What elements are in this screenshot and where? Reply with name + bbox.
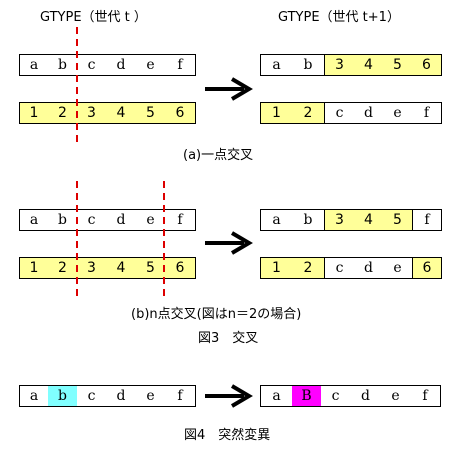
b-child2-row: 1 2 c d e 6 [260, 257, 442, 279]
gene-cell: 5 [383, 209, 412, 231]
gene-cell: B [292, 385, 321, 407]
header-generation-t-plus-1: GTYPE（世代 t+1） [278, 10, 400, 25]
b-parent1-row: a b c d e f [19, 209, 196, 231]
gene-cell: f [165, 54, 196, 76]
a-parent1-row: a b c d e f [19, 54, 196, 76]
caption-n-point-crossover: (b)n点交叉(図はn＝2の場合) [131, 307, 302, 322]
header-generation-t: GTYPE（世代 t ） [40, 10, 147, 25]
gene-cell: 6 [412, 54, 442, 76]
gene-cell: f [165, 385, 196, 407]
figure4-caption: 図4 突然変異 [184, 428, 271, 443]
gene-cell: b [48, 209, 77, 231]
mutation-before-row: a b c d e f [19, 385, 196, 407]
gene-cell: c [321, 385, 350, 407]
gene-cell: a [19, 385, 48, 407]
gene-cell: a [260, 54, 292, 76]
gene-cell: 5 [136, 102, 165, 124]
gene-cell: d [354, 257, 383, 279]
gene-cell: e [136, 54, 165, 76]
gene-cell: f [412, 102, 442, 124]
gene-cell: 3 [77, 102, 106, 124]
gene-cell: 1 [260, 257, 292, 279]
gene-cell: a [260, 385, 292, 407]
caption-one-point-crossover: (a)一点交叉 [183, 148, 254, 163]
gene-cell: 5 [383, 54, 412, 76]
a-child2-row: 1 2 c d e f [260, 102, 442, 124]
gene-cell: 1 [260, 102, 292, 124]
gene-cell: a [19, 54, 48, 76]
gene-cell: d [354, 102, 383, 124]
gene-cell: 3 [324, 54, 354, 76]
gene-cell: 1 [19, 257, 48, 279]
gene-cell: b [48, 54, 77, 76]
gene-cell: 3 [324, 209, 354, 231]
gene-cell: e [383, 257, 412, 279]
gene-cell: 5 [136, 257, 165, 279]
b-child1-row: a b 3 4 5 f [260, 209, 442, 231]
gene-cell: e [136, 209, 165, 231]
gene-cell: d [350, 385, 381, 407]
gene-cell: f [412, 209, 442, 231]
gene-cell: 2 [292, 257, 324, 279]
gene-cell: f [410, 385, 441, 407]
a-child1-row: a b 3 4 5 6 [260, 54, 442, 76]
gene-cell: 2 [48, 102, 77, 124]
gene-cell: e [383, 102, 412, 124]
crossover-cut-lines [76, 27, 165, 301]
gene-cell: d [106, 209, 136, 231]
gene-cell: 4 [354, 209, 383, 231]
gene-cell: 6 [165, 102, 196, 124]
arrow-a [205, 77, 253, 101]
figure3-caption: 図3 交叉 [198, 331, 259, 346]
gene-cell: b [292, 209, 324, 231]
gene-cell: b [292, 54, 324, 76]
gene-cell: 2 [292, 102, 324, 124]
gene-cell: d [106, 385, 136, 407]
a-parent2-row: 1 2 3 4 5 6 [19, 102, 196, 124]
gene-cell: c [77, 54, 106, 76]
gene-cell: c [324, 257, 354, 279]
gene-cell: 2 [48, 257, 77, 279]
gene-cell: c [77, 385, 106, 407]
gene-cell: e [136, 385, 165, 407]
arrow-mutation [205, 384, 253, 408]
arrow-b [205, 231, 253, 255]
gene-cell: 4 [106, 102, 136, 124]
gene-cell: b [48, 385, 77, 407]
gene-cell: 1 [19, 102, 48, 124]
gene-cell: 4 [354, 54, 383, 76]
gene-cell: d [106, 54, 136, 76]
b-parent2-row: 1 2 3 4 5 6 [19, 257, 196, 279]
gene-cell: a [19, 209, 48, 231]
gene-cell: c [77, 209, 106, 231]
gene-cell: 4 [106, 257, 136, 279]
gene-cell: 6 [165, 257, 196, 279]
gene-cell: c [324, 102, 354, 124]
gene-cell: e [381, 385, 410, 407]
gene-cell: 3 [77, 257, 106, 279]
mutation-after-row: a B c d e f [260, 385, 441, 407]
gene-cell: 6 [412, 257, 442, 279]
gene-cell: a [260, 209, 292, 231]
gene-cell: f [165, 209, 196, 231]
